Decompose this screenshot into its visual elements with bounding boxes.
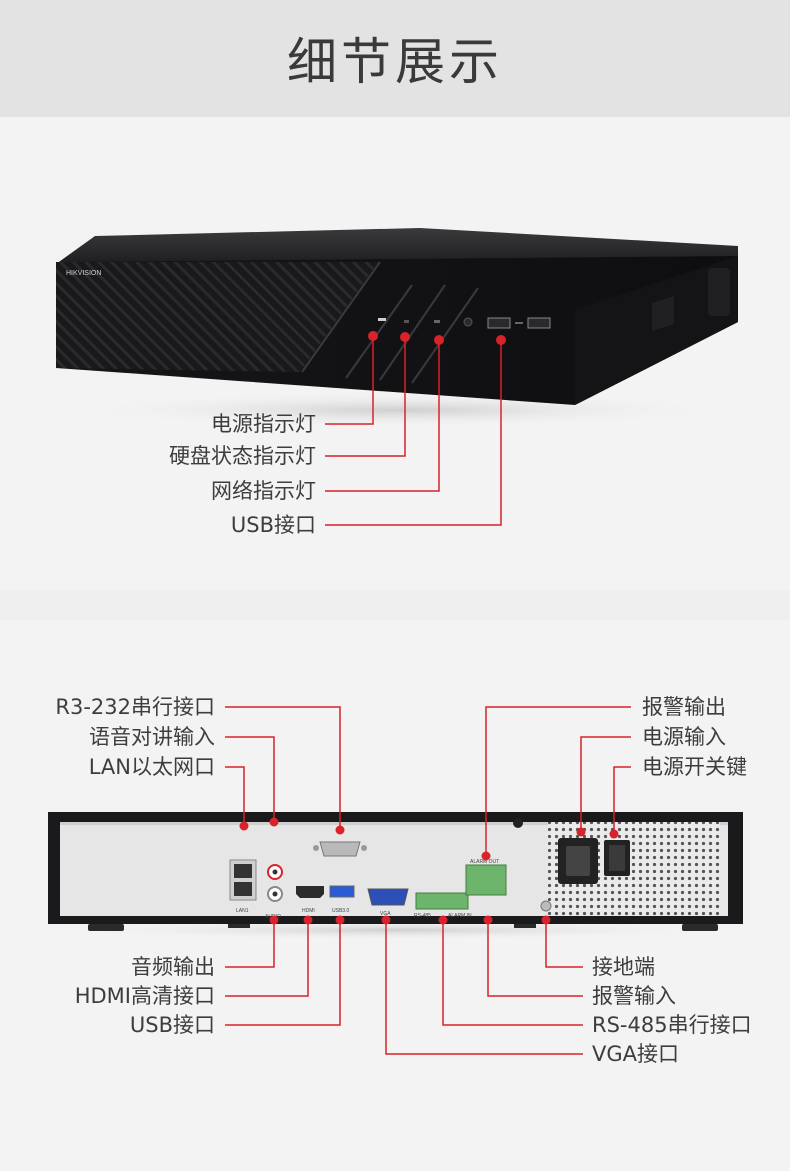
title-band [0,0,790,117]
port-label-usb: USB3.0 [332,908,349,914]
label-front-usb: USB接口 [230,513,316,537]
port-label-vga: VGA [380,911,391,917]
vga-port [367,888,409,906]
port-label-alarm-out: ALARM OUT [470,859,499,865]
power-led [378,318,386,321]
rear-callout-dots [239,817,619,925]
front-usb-port-2 [527,317,551,329]
label-audio-talk-in: 语音对讲输入 [89,725,215,749]
hikvision-logo: HIKVISION [66,270,101,277]
label-rear-usb: USB接口 [129,1013,215,1037]
label-ground: 接地端 [592,955,655,979]
label-power-indicator: 电源指示灯 [211,412,316,436]
alarm-out-terminal [465,864,507,896]
label-lan: LAN以太网口 [88,755,215,779]
rear-callout-lines [225,706,631,1055]
label-rs485: RS-485串行接口 [592,1013,752,1037]
rear-usb-port [329,885,355,898]
hdd-led [404,320,409,323]
label-alarm-in: 报警输入 [592,984,676,1008]
label-alarm-out: 报警输出 [642,695,726,719]
label-network-indicator: 网络指示灯 [211,479,316,503]
port-label-rs485: RS-485 [414,913,431,919]
port-label-alarm-in: ALARM IN [448,913,472,919]
port-label-hdmi: HDMI [302,908,315,914]
ground-terminal [540,900,552,912]
label-power-switch: 电源开关键 [642,755,747,779]
port-label-lan: LAN1 [236,908,249,914]
label-rs232: R3-232串行接口 [55,695,215,719]
front-usb-port-1 [487,317,511,329]
alarm-in-terminal [415,892,469,910]
label-audio-out: 音频输出 [131,955,215,979]
network-led [434,320,440,323]
label-vga: VGA接口 [592,1042,680,1066]
label-power-input: 电源输入 [642,725,726,749]
label-hdd-indicator: 硬盘状态指示灯 [169,444,316,468]
label-hdmi: HDMI高清接口 [74,984,215,1008]
rs232-port [319,841,361,857]
front-callout-dots [368,331,506,345]
front-callout-lines [325,338,502,526]
section-title: 细节展示 [287,33,503,91]
nvr-rear-device [48,812,743,931]
nvr-front-device [56,228,738,405]
hdmi-port [296,886,324,898]
